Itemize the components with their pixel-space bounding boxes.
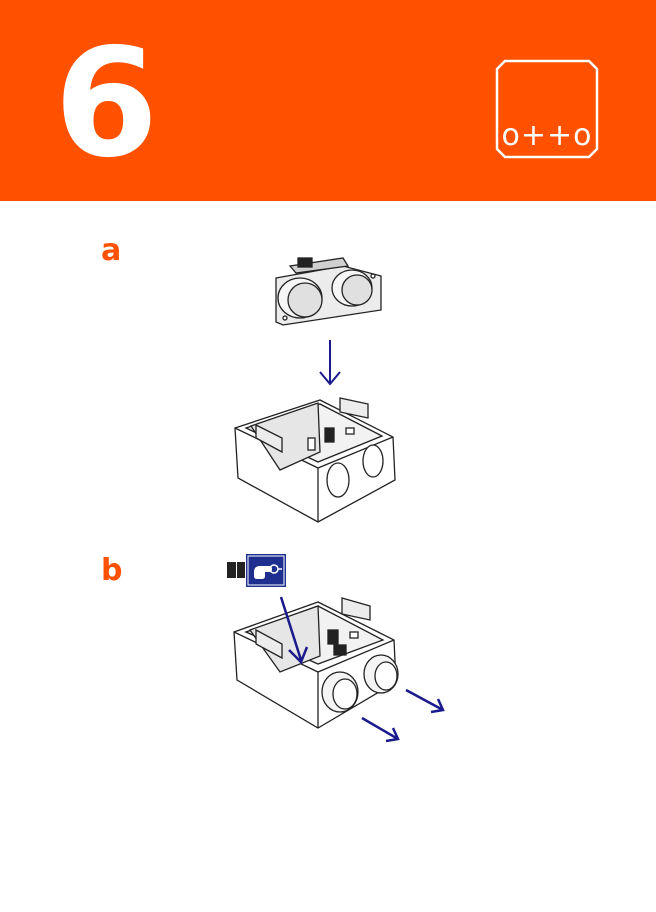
substep-b-label: b: [101, 553, 123, 588]
head-box-with-sensor: [233, 597, 399, 729]
ultrasonic-sensor: [275, 257, 382, 326]
step-number: 6: [54, 17, 159, 191]
head-box: [234, 397, 396, 523]
otto-logo: o++o: [495, 59, 599, 159]
plug-hand-icon: [227, 552, 287, 588]
step-header: 6 o++o: [0, 0, 656, 201]
logo-text: o++o: [501, 118, 593, 153]
insert-arrow-icon: [279, 596, 309, 665]
down-arrow-icon: [319, 340, 341, 386]
substep-a-label: a: [101, 233, 122, 268]
logo-frame: [495, 59, 599, 159]
direction-arrow-icon: [405, 688, 445, 714]
direction-arrow-icon: [361, 716, 400, 743]
